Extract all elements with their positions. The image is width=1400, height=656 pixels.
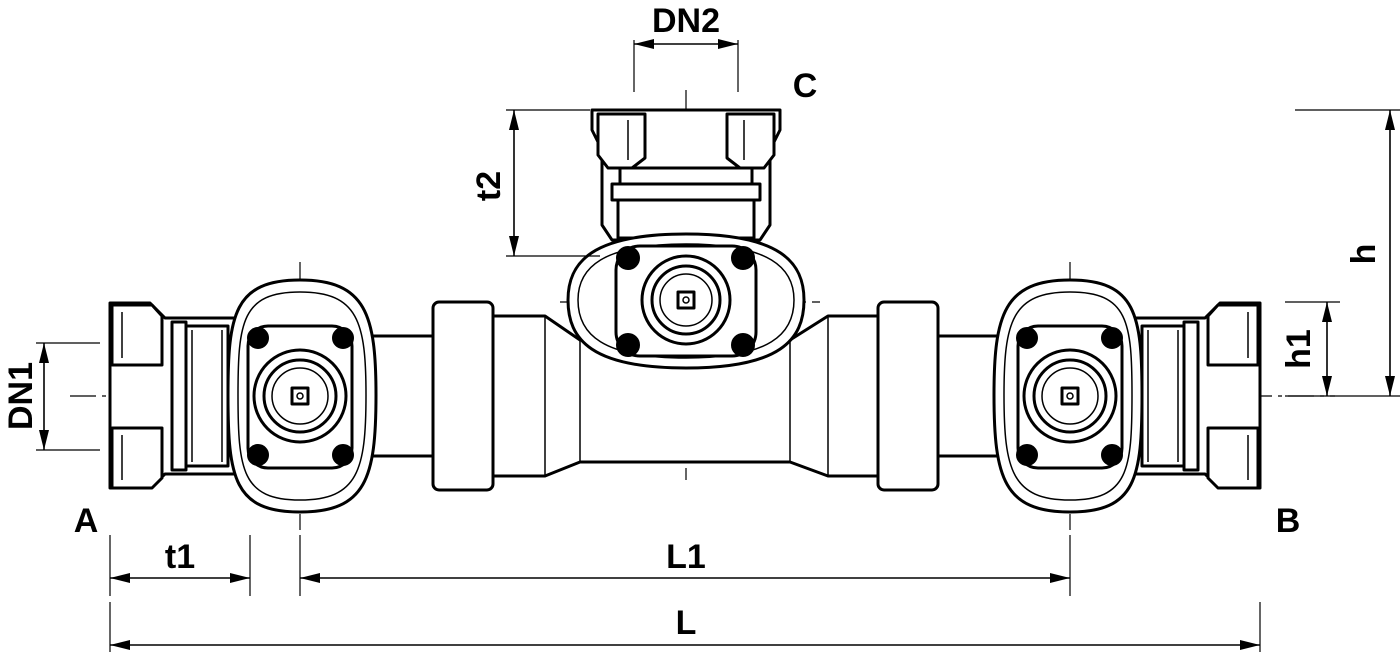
extension-lines xyxy=(36,40,1400,652)
label-port-b: B xyxy=(1276,502,1301,540)
connection-b xyxy=(1118,301,1262,490)
label-port-a: A xyxy=(74,502,99,540)
label-dn2: DN2 xyxy=(652,2,720,40)
label-l: L xyxy=(676,604,697,642)
connection-c xyxy=(590,108,782,242)
label-h: h xyxy=(1345,244,1383,265)
label-dn1: DN1 xyxy=(2,362,40,430)
label-t1: t1 xyxy=(165,538,195,576)
labels: A B C DN2 t1 L1 L t2 DN1 h h1 xyxy=(2,2,1383,642)
label-l1: L1 xyxy=(666,538,706,576)
label-port-c: C xyxy=(793,67,818,105)
valve-left xyxy=(226,278,378,514)
label-h1: h1 xyxy=(1280,329,1318,369)
valve-right xyxy=(992,278,1144,514)
connection-a xyxy=(108,301,252,490)
label-t2: t2 xyxy=(470,171,508,201)
valve-center xyxy=(566,232,806,370)
dimension-lines xyxy=(39,39,1395,650)
